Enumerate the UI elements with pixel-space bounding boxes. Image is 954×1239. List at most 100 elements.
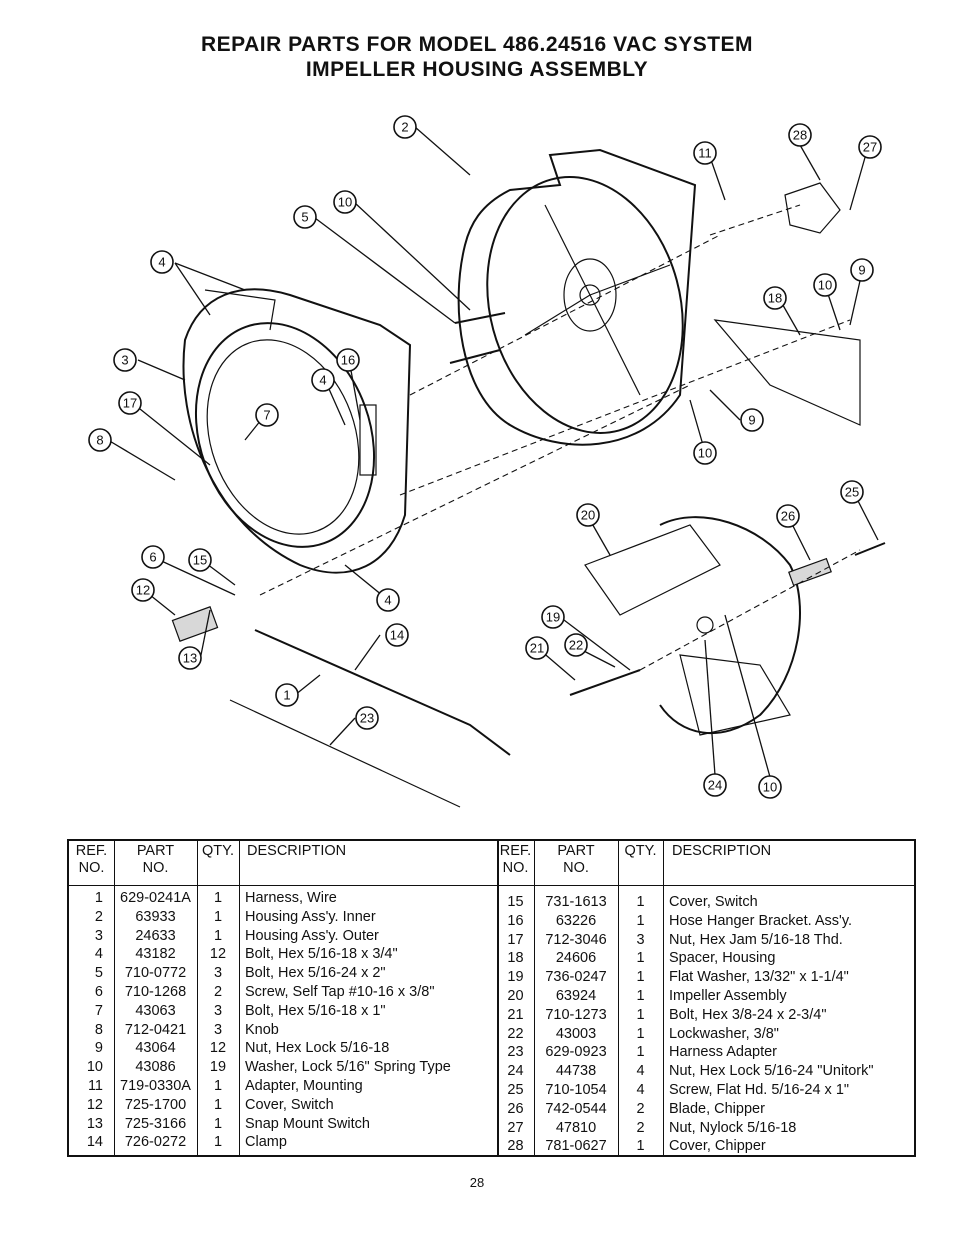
svg-text:4: 4 [384, 593, 391, 608]
table-cell: Impeller Assembly [669, 987, 787, 1004]
table-cell: 63933 [135, 908, 176, 925]
svg-text:23: 23 [360, 711, 374, 726]
desc-column: Harness, Wire Housing Ass'y. Inner Housi… [245, 889, 495, 1152]
callout-23: 23 [355, 706, 379, 730]
table-cell: 712-0421 [124, 1021, 187, 1038]
table-cell: 1 [213, 1096, 223, 1113]
callout-15: 15 [188, 548, 212, 572]
callout-10: 10 [693, 441, 717, 465]
callout-25: 25 [840, 480, 864, 504]
table-cell: Bolt, Hex 3/8-24 x 2-3/4" [669, 1006, 827, 1023]
table-cell: Harness, Wire [245, 890, 337, 906]
callout-22: 22 [564, 633, 588, 657]
callout-2: 2 [393, 115, 417, 139]
callout-21: 21 [525, 636, 549, 660]
svg-text:9: 9 [858, 263, 865, 278]
table-cell: 9 [94, 1040, 103, 1057]
table-cell: 1 [636, 1138, 645, 1155]
table-cell: Bolt, Hex 5/16-24 x 2" [245, 965, 386, 982]
table-cell: Nut, Hex Jam 5/16-18 Thd. [669, 931, 843, 948]
svg-text:4: 4 [158, 255, 165, 270]
callout-8: 8 [88, 428, 112, 452]
table-cell: 44738 [555, 1063, 597, 1080]
inner-housing-drawing [457, 148, 697, 446]
table-cell: Adapter, Mounting [245, 1077, 363, 1094]
table-cell: 2 [636, 1119, 645, 1136]
svg-text:2: 2 [401, 120, 408, 135]
table-cell: Screw, Self Tap #10-16 x 3/8" [245, 983, 435, 1000]
table-cell: Bolt, Hex 5/16-18 x 1" [245, 1002, 386, 1019]
header-ref-left: REF.NO. [75, 843, 108, 876]
table-cell: Clamp [245, 1134, 287, 1151]
svg-text:5: 5 [301, 210, 308, 225]
table-cell: 13 [86, 1115, 103, 1132]
table-cell: 710-1054 [545, 1081, 607, 1098]
table-cell: 6 [94, 983, 103, 1000]
callout-4: 4 [150, 250, 174, 274]
header-qty-right: QTY. [624, 843, 657, 859]
table-cell: 2 [636, 1100, 645, 1117]
table-cell: 1 [213, 908, 223, 925]
page-title: REPAIR PARTS FOR MODEL 486.24516 VAC SYS… [200, 33, 754, 56]
table-cell: 1 [636, 912, 645, 929]
part-column: 731-1613 63226 712-3046 24606 736-0247 6… [534, 893, 618, 1156]
table-cell: Bolt, Hex 5/16-18 x 3/4" [245, 946, 398, 963]
table-cell: 629-0241A [120, 890, 191, 906]
table-cell: 712-3046 [545, 931, 607, 948]
table-cell: 43003 [555, 1025, 597, 1042]
callout-18: 18 [763, 286, 787, 310]
callout-4: 4 [311, 368, 335, 392]
svg-text:24: 24 [708, 778, 722, 793]
harness-adapter-drawing [229, 699, 461, 808]
callout-10: 10 [813, 273, 837, 297]
table-cell: 63226 [555, 912, 597, 929]
table-cell: Screw, Flat Hd. 5/16-24 x 1" [669, 1081, 850, 1098]
table-cell: 2 [94, 908, 103, 925]
callout-5: 5 [293, 205, 317, 229]
svg-text:25: 25 [845, 485, 859, 500]
table-cell: 16 [507, 912, 524, 929]
table-cell: 19 [209, 1059, 227, 1076]
callout-7: 7 [255, 403, 279, 427]
table-cell: Snap Mount Switch [245, 1115, 370, 1132]
table-cell: 18 [507, 950, 524, 967]
ref-column: 1 2 3 4 5 6 7 8 9 10 11 12 13 14 [69, 889, 103, 1152]
table-cell: Nut, Hex Lock 5/16-18 [245, 1040, 390, 1057]
table-cell: 12 [209, 946, 227, 963]
svg-text:15: 15 [193, 553, 207, 568]
table-cell: 63924 [555, 987, 597, 1004]
table-cell: 1 [636, 950, 645, 967]
impeller-drawing [584, 516, 801, 736]
table-cell: Knob [245, 1021, 279, 1038]
table-cell: 1 [213, 890, 223, 906]
table-cell: 725-3166 [124, 1115, 187, 1132]
table-cell: 11 [87, 1077, 103, 1094]
table-cell: 781-0627 [545, 1138, 607, 1155]
callout-1: 1 [275, 683, 299, 707]
table-cell: 43182 [135, 946, 176, 963]
svg-text:20: 20 [581, 508, 595, 523]
table-cell: 24606 [555, 950, 597, 967]
table-cell: 12 [209, 1040, 227, 1057]
table-cell: 4 [636, 1063, 645, 1080]
outer-housing-drawing [182, 288, 412, 574]
table-cell: 43086 [135, 1059, 176, 1076]
callout-26: 26 [776, 504, 800, 528]
wire-harness-drawing [254, 629, 511, 756]
table-cell: 25 [507, 1081, 524, 1098]
callout-27: 27 [858, 135, 882, 159]
header-desc-right: DESCRIPTION [672, 843, 772, 859]
table-cell: 23 [507, 1044, 524, 1061]
table-cell: Harness Adapter [669, 1044, 778, 1061]
table-cell: Blade, Chipper [669, 1100, 765, 1117]
table-cell: 726-0272 [124, 1134, 187, 1151]
callout-24: 24 [703, 773, 727, 797]
svg-text:14: 14 [390, 628, 404, 643]
svg-text:21: 21 [530, 641, 544, 656]
table-cell: Housing Ass'y. Outer [245, 927, 379, 944]
table-cell: 1 [636, 1006, 645, 1023]
table-cell: 21 [507, 1006, 524, 1023]
table-cell: Hose Hanger Bracket. Ass'y. [669, 912, 853, 929]
part-column: 629-0241A 63933 24633 43182 710-0772 710… [114, 889, 197, 1152]
